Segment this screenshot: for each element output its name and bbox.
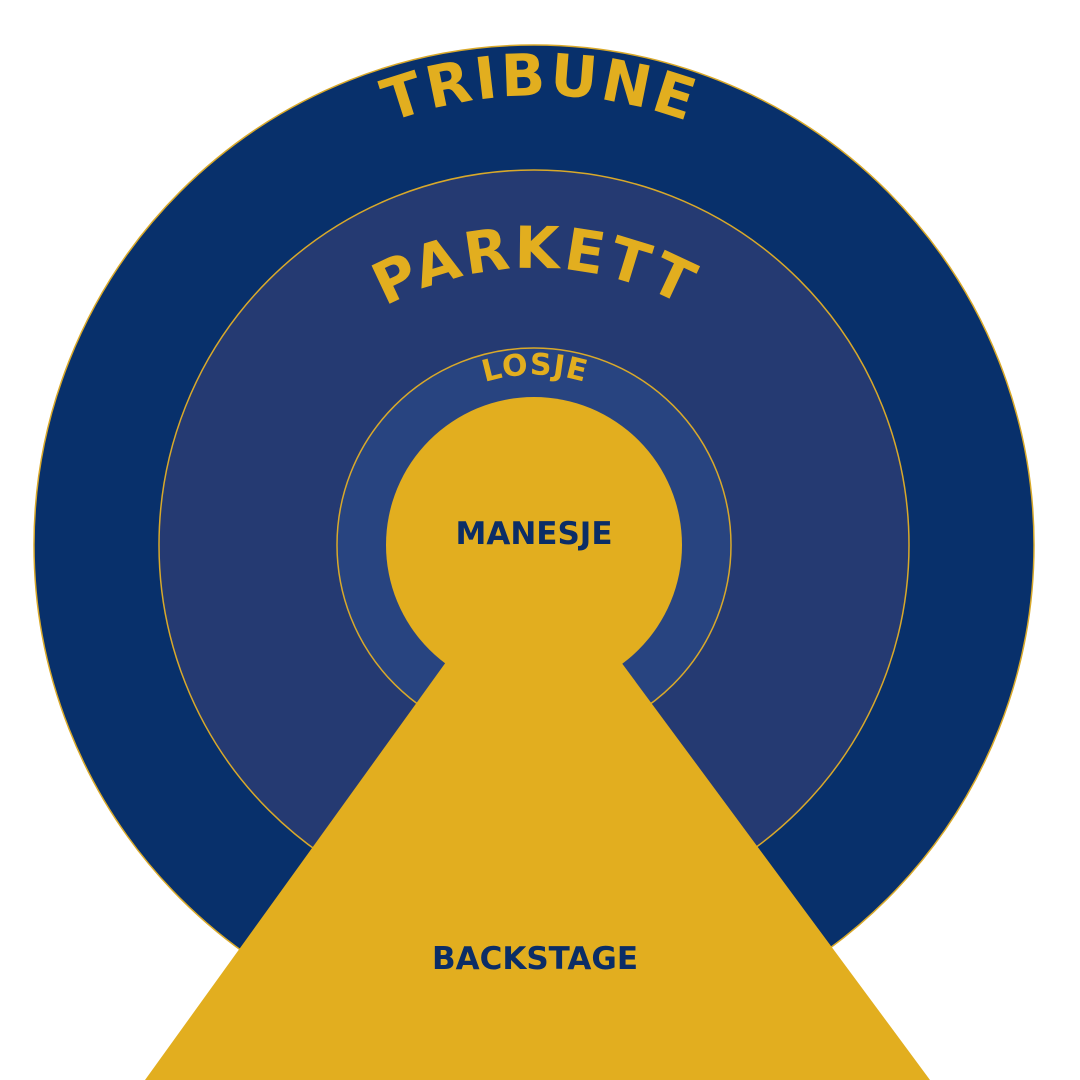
zone-backstage[interactable] <box>145 662 930 1080</box>
backstage-label: BACKSTAGE <box>432 941 638 977</box>
zone-manesje[interactable] <box>386 397 682 693</box>
manesje-label: MANESJE <box>456 516 613 552</box>
